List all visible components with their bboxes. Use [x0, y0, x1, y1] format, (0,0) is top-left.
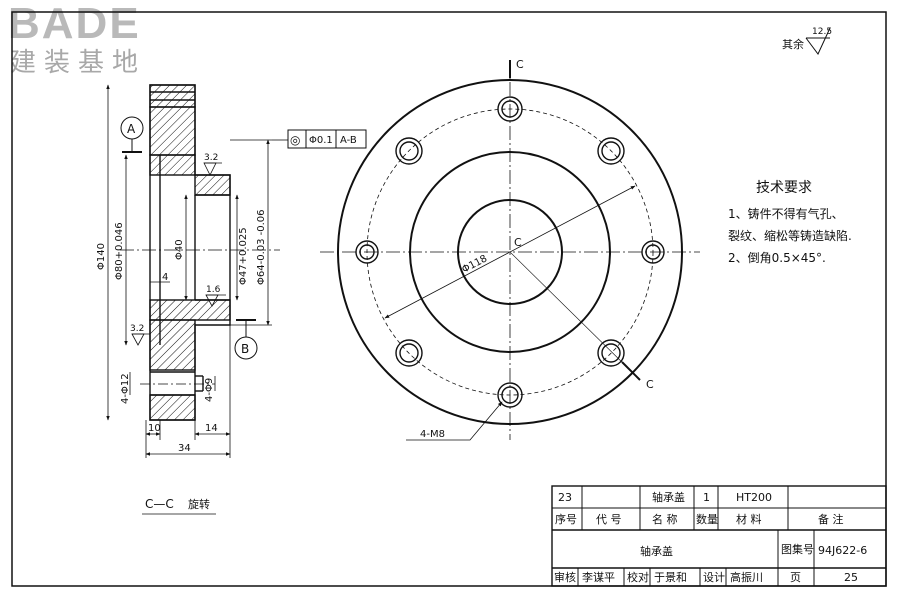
- bolt-hole-top: [497, 96, 523, 122]
- logo-tagline: 建装基地: [10, 48, 147, 78]
- page-label: 页: [790, 571, 801, 584]
- section-view-labels: A B Φ140 Φ80+0.046 4 Φ40 Φ47+0.025 Φ64-0…: [96, 122, 357, 454]
- bolt-hole-right: [641, 240, 665, 264]
- hdr-material: 材 料: [736, 512, 762, 526]
- surface-mark-2: 3.2: [130, 324, 144, 334]
- part-material: HT200: [736, 491, 772, 504]
- tech-line-1: 1、铸件不得有气孔、: [728, 206, 844, 221]
- bolt-hole-tr: [597, 137, 625, 165]
- logo-brand: BADE: [8, 0, 141, 48]
- tech-title: 技术要求: [756, 180, 812, 196]
- checker: 于景和: [654, 571, 687, 584]
- dim-phi40: Φ40: [174, 239, 185, 260]
- review-label: 审核: [554, 570, 576, 584]
- tech-line-2: 裂纹、缩松等铸造缺陷.: [728, 228, 852, 243]
- roughness-note: 其余 12.5: [782, 27, 832, 55]
- roughness-label: 其余: [782, 37, 804, 51]
- check-label: 校对: [627, 570, 649, 584]
- plan-view-labels: C C C Φ118 4-M8: [420, 58, 654, 440]
- dim-phi140: Φ140: [96, 243, 107, 270]
- dim-14: 14: [205, 423, 218, 434]
- sheet-border: [11, 11, 887, 587]
- dim-phi47: Φ47+0.025: [238, 227, 249, 285]
- surface-mark-3: 1.6: [206, 285, 221, 295]
- datum-a-label: A: [127, 122, 136, 136]
- dim-4phi12: 4-Φ12: [120, 373, 131, 404]
- hdr-seq: 序号: [555, 512, 577, 526]
- section-label: C—C: [145, 497, 174, 511]
- datum-b-label: B: [241, 342, 249, 356]
- tolerance-symbol: ◎: [290, 133, 300, 147]
- hole-callout: 4-M8: [420, 429, 445, 440]
- part-seq: 23: [558, 491, 572, 504]
- drawing-title: 轴承盖: [640, 544, 673, 558]
- atlas-number: 94J622-6: [818, 544, 867, 557]
- dim-phi80: Φ80+0.046: [114, 222, 125, 280]
- cut-marker-centre: C: [514, 236, 522, 249]
- title-block: 23 轴承盖 1 HT200 序号 代 号 名 称 数量 材 料 备 注 轴承盖…: [551, 485, 887, 587]
- section-note: 旋转: [188, 497, 210, 511]
- surface-mark-1: 3.2: [204, 153, 218, 163]
- tolerance-datum: A-B: [340, 135, 357, 146]
- tolerance-value: Φ0.1: [309, 135, 333, 146]
- tech-requirements: 技术要求 1、铸件不得有气孔、 裂纹、缩松等铸造缺陷. 2、倒角0.5×45°.: [728, 180, 852, 265]
- hdr-code: 代 号: [596, 513, 622, 526]
- bolt-hole-bl: [395, 339, 423, 367]
- dim-4: 4: [162, 272, 168, 283]
- atlas-label: 图集号: [781, 542, 814, 556]
- part-qty: 1: [703, 491, 710, 504]
- design-label: 设计: [703, 571, 725, 584]
- plan-view: [320, 60, 700, 441]
- hdr-name: 名 称: [652, 512, 678, 526]
- designer: 高振川: [730, 570, 763, 584]
- cut-marker-top: C: [516, 58, 524, 71]
- dim-10: 10: [148, 423, 161, 434]
- dim-4phi9: 4-Φ9: [204, 378, 215, 402]
- dim-phi118: Φ118: [460, 253, 489, 275]
- dim-phi64: Φ64-0.03 -0.06: [256, 209, 267, 285]
- bolt-hole-left: [355, 240, 379, 264]
- part-name: 轴承盖: [652, 490, 685, 504]
- hdr-note: 备 注: [818, 512, 844, 526]
- bolt-hole-tl: [395, 137, 423, 165]
- bolt-hole-bottom: [497, 382, 523, 408]
- section-view: [106, 84, 367, 458]
- roughness-value: 12.5: [812, 27, 832, 37]
- bolt-hole-br: [597, 339, 625, 367]
- cut-marker-bottom: C: [646, 378, 654, 391]
- hdr-qty: 数量: [696, 513, 718, 526]
- tech-line-3: 2、倒角0.5×45°.: [728, 251, 826, 265]
- reviewer: 李谋平: [582, 570, 615, 584]
- logo: BADE 建装基地: [8, 2, 168, 82]
- dim-34: 34: [178, 443, 191, 454]
- section-caption: C—C 旋转: [142, 497, 216, 515]
- page-number: 25: [844, 571, 858, 584]
